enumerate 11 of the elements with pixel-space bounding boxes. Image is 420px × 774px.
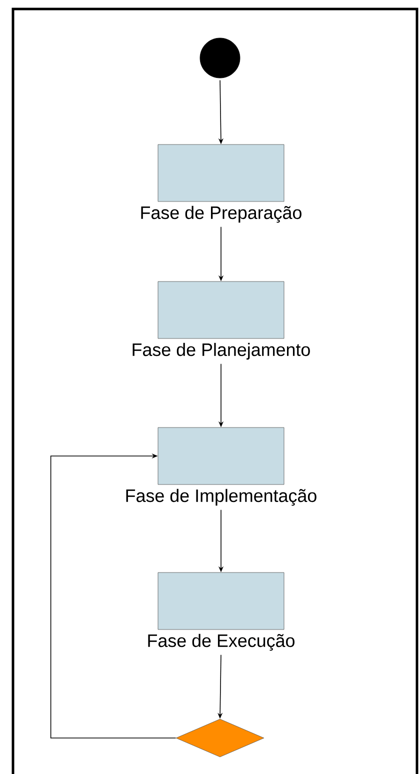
process-box: Fase de Execução <box>148 572 294 651</box>
node-label: Fase de Implementação <box>126 488 316 506</box>
node-label: Fase de Planejamento <box>132 342 310 360</box>
start-circle <box>200 38 240 78</box>
process-box: Fase de Planejamento <box>132 281 310 360</box>
node-label: Fase de Execução <box>148 634 294 651</box>
process-box: Fase de Implementação <box>126 427 316 506</box>
arrow <box>50 453 176 738</box>
decision-diamond <box>176 718 264 758</box>
node-label: Fase de Preparação <box>141 206 302 223</box>
process-box: Fase de Preparação <box>141 144 302 223</box>
